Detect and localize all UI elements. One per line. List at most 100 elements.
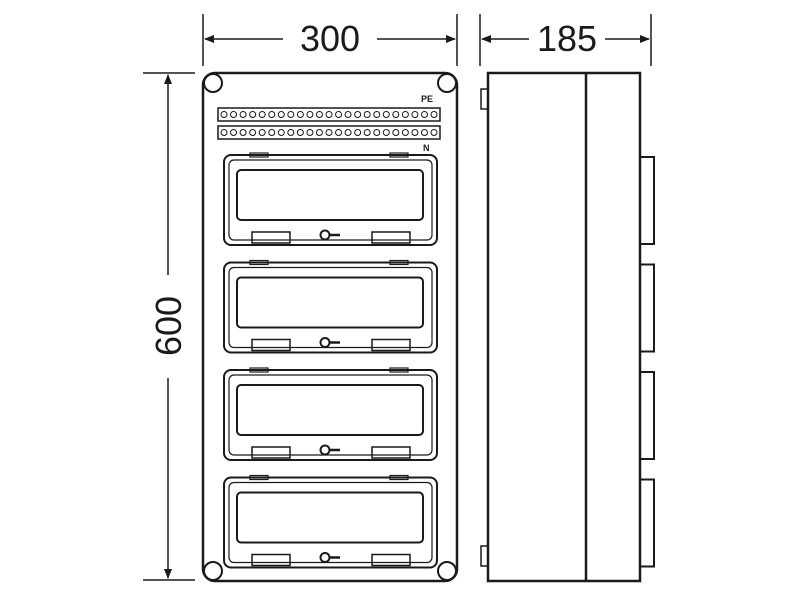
n-terminal-hole (315, 129, 323, 136)
n-terminal-hole (354, 129, 362, 136)
front-enclosure-outline (201, 71, 459, 583)
cover-clip-right (389, 474, 409, 481)
module-cover-outline (223, 369, 438, 461)
lock-icon (319, 444, 331, 456)
module-cover-outline (223, 476, 438, 569)
n-terminal-hole (268, 129, 276, 136)
n-terminal-hole (287, 129, 295, 136)
pe-terminal-hole (220, 111, 228, 118)
pe-terminal-hole (401, 111, 409, 118)
pe-terminal-hole (411, 111, 419, 118)
pe-busbar-label: PE (421, 94, 433, 104)
pe-terminal-hole (354, 111, 362, 118)
label-slot-left (251, 446, 291, 459)
n-terminal-hole (220, 129, 228, 136)
front-view (201, 71, 459, 583)
n-terminal-hole (335, 129, 343, 136)
pe-terminal-hole (315, 111, 323, 118)
n-busbar-label: N (423, 143, 430, 153)
cover-clip-right (389, 367, 409, 373)
label-slot-right (371, 553, 411, 567)
n-busbar (217, 125, 441, 140)
module-cover-inner (228, 481, 433, 564)
side-window-profile (639, 478, 655, 568)
height-label: 600 (148, 296, 189, 356)
cover-clip-right (389, 259, 409, 266)
module-window (236, 169, 424, 221)
lock-icon (319, 552, 331, 563)
pe-terminal-hole (420, 111, 428, 118)
width-dimension: 300 (202, 14, 458, 66)
n-terminal-hole (277, 129, 285, 136)
width-label: 300 (300, 18, 360, 59)
hinge-bottom (480, 545, 489, 567)
pe-terminal-hole (277, 111, 285, 118)
n-terminal-hole (401, 129, 409, 136)
pe-terminal-hole (239, 111, 247, 118)
module-rows (223, 152, 438, 569)
depth-dimension: 185 (479, 14, 652, 66)
pe-terminal-hole (249, 111, 257, 118)
pe-busbar-terminals (220, 111, 438, 118)
lock-icon (319, 229, 331, 241)
n-terminal-hole (296, 129, 304, 136)
module-cover-outline (223, 261, 438, 354)
module-cover-outline (223, 154, 438, 246)
n-terminal-hole (258, 129, 266, 136)
n-terminal-hole (420, 129, 428, 136)
hinge-top (480, 88, 489, 110)
n-terminal-hole (230, 129, 238, 136)
pe-terminal-hole (296, 111, 304, 118)
module-cover-inner (228, 374, 433, 456)
depth-label: 185 (537, 18, 597, 59)
module-window (236, 276, 424, 329)
corner-screw-top-left (203, 73, 223, 93)
side-window-profile (639, 371, 655, 460)
corner-screw-bottom-left (203, 561, 223, 581)
cover-clip-left (249, 474, 269, 481)
cover-clip-left (249, 259, 269, 266)
corner-screw-top-right (437, 73, 457, 93)
pe-terminal-hole (373, 111, 381, 118)
n-busbar-terminals (220, 129, 438, 136)
side-enclosure-outline (486, 71, 642, 583)
label-slot-left (251, 553, 291, 567)
n-terminal-hole (363, 129, 371, 136)
module-row (223, 474, 438, 569)
pe-terminal-hole (392, 111, 400, 118)
module-cover-inner (228, 266, 433, 349)
label-slot-right (371, 231, 411, 244)
pe-terminal-hole (382, 111, 390, 118)
n-terminal-hole (325, 129, 333, 136)
label-slot-right (371, 446, 411, 459)
cover-clip-left (249, 152, 269, 158)
pe-busbar (217, 107, 441, 122)
n-terminal-hole (344, 129, 352, 136)
pe-terminal-hole (258, 111, 266, 118)
n-terminal-hole (382, 129, 390, 136)
n-terminal-hole (411, 129, 419, 136)
side-window-profile (639, 156, 655, 245)
n-terminal-hole (249, 129, 257, 136)
n-terminal-hole (373, 129, 381, 136)
pe-terminal-hole (430, 111, 438, 118)
side-window-profiles (639, 156, 655, 568)
module-window (236, 384, 424, 436)
cover-clip-right (389, 152, 409, 158)
n-terminal-hole (430, 129, 438, 136)
pe-terminal-hole (335, 111, 343, 118)
corner-screw-bottom-right (437, 561, 457, 581)
module-cover-inner (228, 159, 433, 241)
label-slot-left (251, 231, 291, 244)
module-row (223, 152, 438, 246)
side-view (480, 71, 655, 583)
module-window (236, 491, 424, 544)
n-terminal-hole (392, 129, 400, 136)
side-window-profile (639, 263, 655, 353)
pe-terminal-hole (363, 111, 371, 118)
lock-icon (319, 337, 331, 348)
label-slot-left (251, 338, 291, 352)
pe-terminal-hole (287, 111, 295, 118)
pe-terminal-hole (344, 111, 352, 118)
